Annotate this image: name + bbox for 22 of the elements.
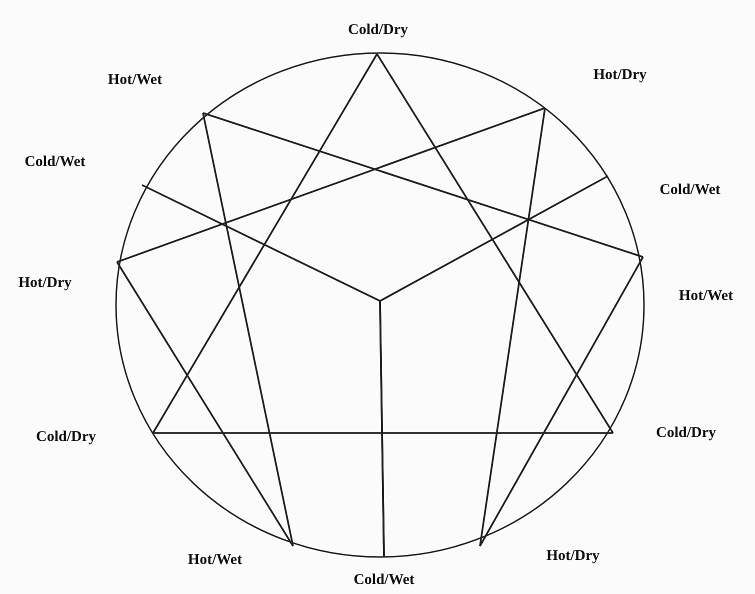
line <box>202 112 644 258</box>
point-label: Cold/Wet <box>607 175 720 198</box>
point-label: Cold/Wet <box>354 556 414 588</box>
point-label: Hot/Dry <box>479 545 600 564</box>
point-label: Cold/Wet <box>24 154 143 186</box>
point-label: Cold/Dry <box>36 430 154 444</box>
line <box>376 54 614 434</box>
line <box>152 54 378 434</box>
line <box>479 108 546 546</box>
line <box>479 256 644 546</box>
line <box>379 175 608 558</box>
line <box>116 262 294 546</box>
point-label: Hot/Dry <box>544 68 647 109</box>
point-label: Hot/Wet <box>642 256 734 304</box>
line <box>153 432 613 434</box>
line <box>116 107 546 263</box>
line <box>202 112 294 546</box>
point-label: Cold/Dry <box>612 426 716 440</box>
point-label: Cold/Dry <box>348 22 408 55</box>
point-label: Hot/Wet <box>188 545 294 568</box>
point-label: Hot/Dry <box>18 261 118 290</box>
point-label: Hot/Wet <box>108 72 204 114</box>
